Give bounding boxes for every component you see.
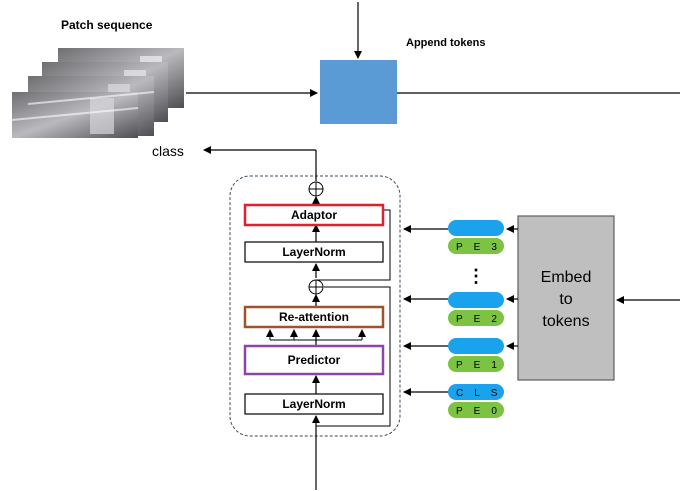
token-pe3-label: PE3 [456,242,508,253]
token-cls-pe0: PE0 CLS [448,384,508,418]
block-container [229,175,401,437]
token-pe0-label: PE0 [456,406,508,417]
class-label: class [152,143,184,159]
predictor-label: Predictor [288,353,341,367]
layernorm-bottom-label: LayerNorm [282,397,345,411]
token-pe1: PE1 [448,338,508,372]
predictor-box [243,344,385,376]
add-node-mid [308,279,324,295]
append-tokens-box [320,60,397,124]
layernorm-top-label: LayerNorm [282,245,345,259]
embed-label-line3: tokens [542,313,589,330]
token-pe2-label: PE2 [456,314,508,325]
token-pe1-label: PE1 [456,360,508,371]
reattention-label: Re-attention [279,310,349,324]
add-node-top [308,181,324,197]
ellipsis: ⋮ [467,266,485,286]
patch-sequence-label: Patch sequence [61,18,153,32]
embed-label-line2: to [559,291,572,308]
token-cls-label: CLS [456,388,508,399]
append-tokens-label: Append tokens [406,37,485,49]
layernorm-bottom-box [244,393,384,415]
embed-box [517,215,615,381]
patch-sequence-images [11,48,184,138]
token-pe2: PE2 [448,292,508,326]
embed-label-line1: Embed [541,269,592,286]
adaptor-label: Adaptor [291,208,337,222]
residual-loop-lower [316,286,391,427]
token-pe3: PE3 [448,220,508,254]
reattention-box [243,305,385,329]
layernorm-top-box [244,241,384,263]
adaptor-box [243,203,385,227]
